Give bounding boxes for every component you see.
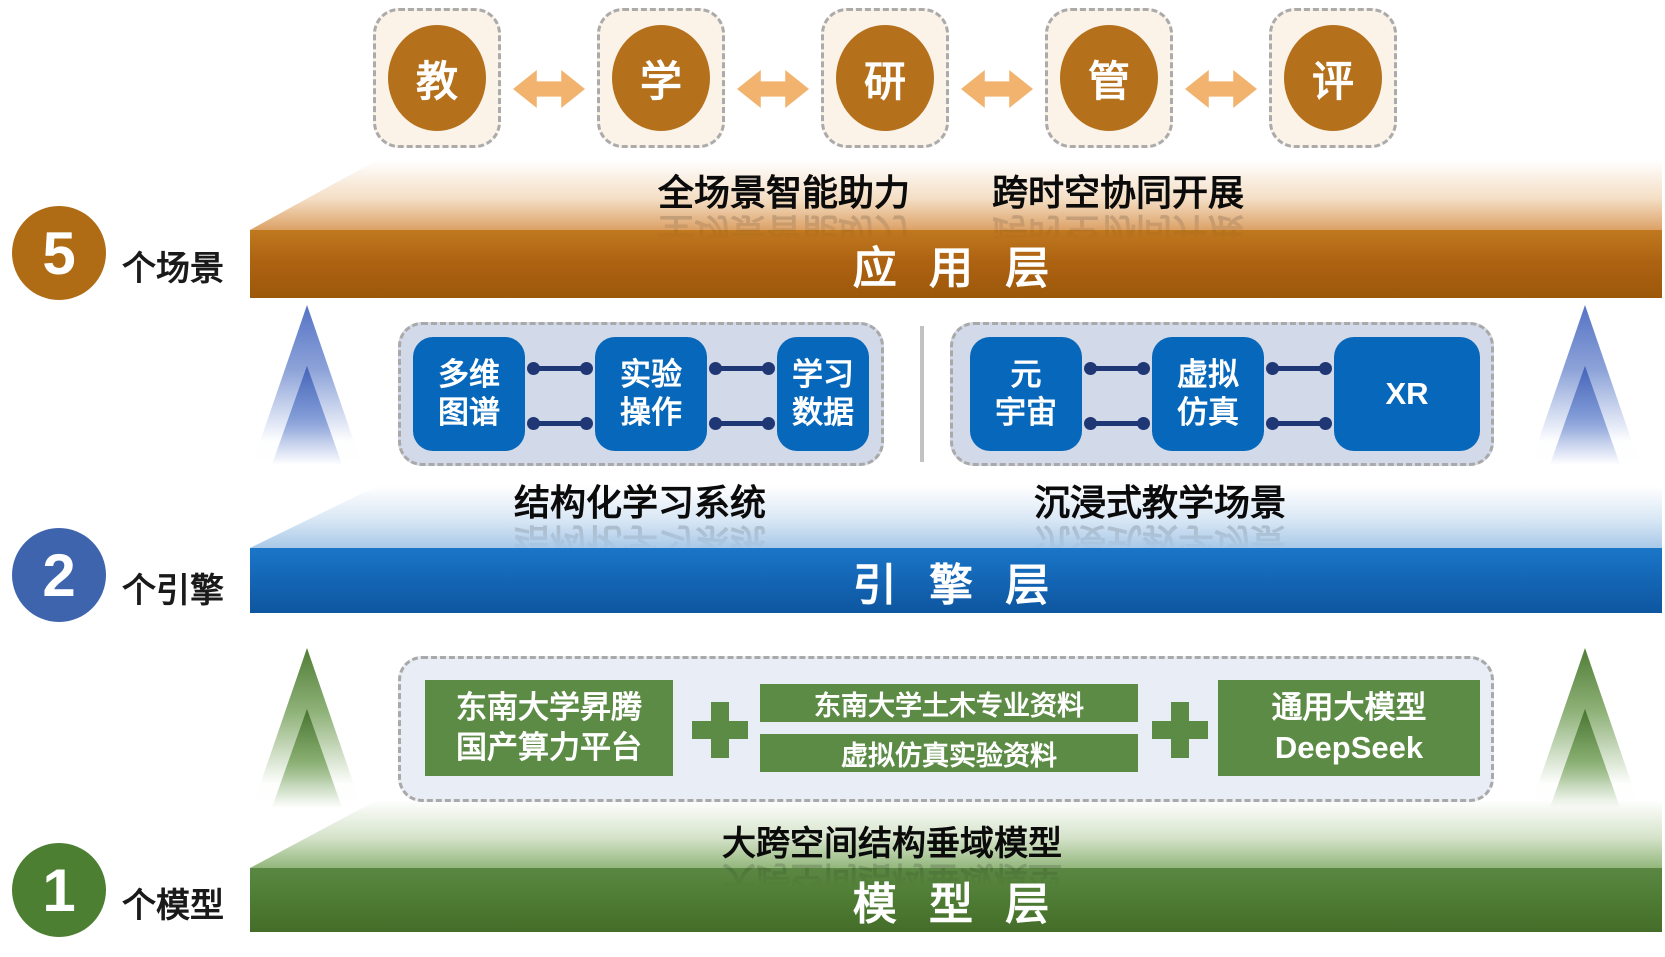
flow-node-manage-circle: 管 [1060,25,1158,131]
flow-node-manage: 管 [1045,8,1173,148]
engine-count: 2 个引擎 [12,528,224,622]
flow-node-research-circle: 研 [836,25,934,131]
flow-node-evaluate: 评 [1269,8,1397,148]
up-arrow-icon [252,648,362,808]
connector [1266,352,1332,440]
engine-box-learning-data: 学习 数据 [777,337,869,451]
flow-node-learn-label: 学 [639,57,682,105]
application-count-label: 个场景 [122,250,224,288]
application-layer-bar: 应 用 层 [250,230,1662,298]
engine-layer-title: 引 擎 层 [852,560,1060,610]
double-arrow-icon [513,70,585,108]
application-layer-title: 应 用 层 [852,244,1060,293]
engine-count-badge: 2 [12,528,106,622]
flow-node-teach-circle: 教 [388,25,486,131]
flow-node-teach-label: 教 [415,57,458,105]
immersive-teaching-caption: 沉浸式教学场景 沉浸式教学场景 [1033,482,1287,562]
model-layer-title: 模 型 层 [852,880,1060,929]
application-count-badge: 5 [12,206,106,300]
flow-node-evaluate-label: 评 [1311,57,1354,105]
double-arrow-icon [1185,70,1257,108]
plus-icon [1152,702,1208,758]
model-count-badge: 1 [12,843,106,937]
application-count: 5 个场景 [12,206,224,300]
flow-node-teach: 教 [373,8,501,148]
engine-box-virtual-simulation: 虚拟 仿真 [1152,337,1264,451]
double-arrow-icon [961,70,1033,108]
application-top-face [250,160,1662,230]
flow-node-evaluate-circle: 评 [1284,25,1382,131]
model-box-compute-platform: 东南大学昇腾 国产算力平台 [425,680,673,776]
engine-top-face [250,486,1662,548]
flow-node-research: 研 [821,8,949,148]
model-bar-simulation-data: 虚拟仿真实验资料 [760,734,1138,772]
engine-box-multidim-graph: 多维 图谱 [413,337,525,451]
model-bar-civil-data: 东南大学土木专业资料 [760,684,1138,722]
up-arrow-icon [252,305,362,465]
model-top-face [250,800,1662,868]
engine-layer-bar: 引 擎 层 [250,548,1662,613]
application-headline-left: 全场景智能助力 全场景智能助力 [657,172,911,252]
flow-node-learn-circle: 学 [612,25,710,131]
engine-count-label: 个引擎 [122,572,224,610]
engine-box-xr: XR [1334,337,1480,451]
model-count: 1 个模型 [12,843,224,937]
connector [1084,352,1150,440]
flow-node-learn: 学 [597,8,725,148]
flow-node-manage-label: 管 [1087,57,1130,105]
model-caption: 大跨空间结构垂域模型 大跨空间结构垂域模型 [722,825,1062,897]
flow-node-research-label: 研 [863,57,906,105]
connector [709,352,775,440]
plus-icon [692,702,748,758]
up-arrow-icon [1530,305,1640,465]
double-arrow-icon [737,70,809,108]
application-headline-right: 跨时空协同开展 跨时空协同开展 [991,172,1245,252]
model-box-deepseek: 通用大模型 DeepSeek [1218,680,1480,776]
structured-learning-caption: 结构化学习系统 结构化学习系统 [513,482,767,562]
up-arrow-icon [1530,648,1640,808]
group-divider [920,326,924,462]
connector [527,352,593,440]
engine-box-experiment-ops: 实验 操作 [595,337,707,451]
model-count-label: 个模型 [122,887,224,925]
model-layer-bar: 模 型 层 [250,868,1662,932]
engine-box-metaverse: 元 宇宙 [970,337,1082,451]
